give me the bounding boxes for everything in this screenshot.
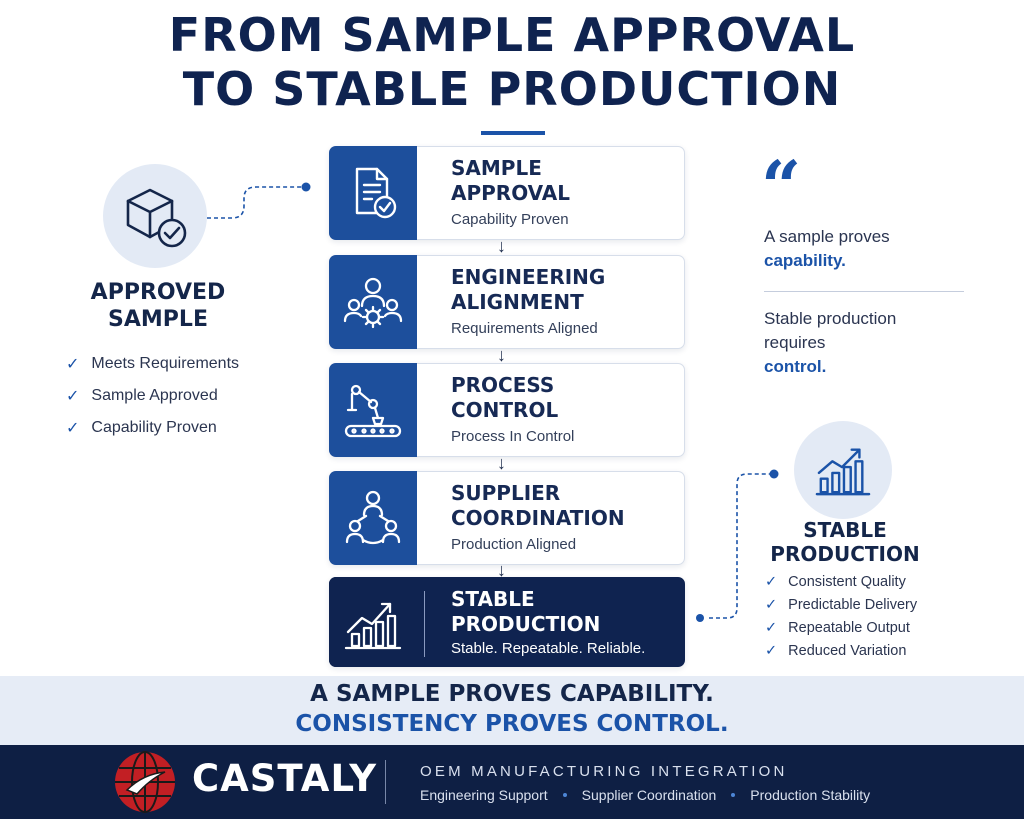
service-item: Production Stability [750, 787, 871, 803]
growth-chart-icon [794, 421, 892, 519]
title-underline [481, 131, 545, 135]
network-people-icon [329, 471, 417, 565]
list-item: ✓Predictable Delivery [765, 596, 918, 613]
brand-name: CASTALY [192, 757, 378, 800]
quote-line-2: Stable production requires control. [764, 309, 897, 376]
globe-logo-icon [115, 751, 175, 813]
banner-line-1: A SAMPLE PROVES CAPABILITY. [310, 681, 714, 707]
list-item: ✓Meets Requirements [66, 355, 240, 373]
summary-banner [0, 676, 1024, 745]
check-icon: ✓ [66, 356, 80, 373]
check-icon: ✓ [765, 573, 778, 590]
banner-line-2: CONSISTENCY PROVES CONTROL. [295, 711, 729, 737]
page-title: FROM SAMPLE APPROVAL TO STABLE PRODUCTIO… [0, 8, 1024, 116]
list-item: ✓Capability Proven [66, 419, 217, 437]
step-arrow: ↓ [497, 560, 506, 580]
check-icon: ✓ [66, 388, 80, 405]
step-arrow: ↓ [497, 345, 506, 365]
robot-arm-icon [329, 363, 417, 457]
step-divider [424, 591, 425, 657]
bullet-dot [562, 793, 567, 797]
quote-divider [764, 291, 964, 292]
title-line-1: FROM SAMPLE APPROVAL [168, 8, 856, 62]
title-line-2: TO STABLE PRODUCTION [182, 62, 842, 116]
team-gear-icon [329, 255, 417, 349]
list-item: ✓Repeatable Output [765, 619, 910, 636]
quote-mark-icon: “ [761, 145, 802, 228]
footer-divider [385, 760, 386, 804]
step-arrow: ↓ [497, 236, 506, 256]
quote-line-1: A sample proves capability. [764, 227, 890, 270]
box-check-icon [103, 164, 207, 268]
document-check-icon [329, 146, 417, 240]
step-subtitle: Stable. Repeatable. Reliable. [451, 640, 646, 657]
step-subtitle: Capability Proven [451, 211, 569, 228]
list-item: ✓Consistent Quality [765, 573, 906, 590]
service-item: Engineering Support [420, 787, 548, 803]
check-icon: ✓ [765, 642, 778, 659]
list-item: ✓Sample Approved [66, 387, 218, 405]
step-subtitle: Requirements Aligned [451, 320, 598, 337]
footer-services: Engineering Support Supplier Coordinatio… [420, 787, 870, 803]
stable-production-list: ✓Consistent Quality ✓Predictable Deliver… [765, 570, 917, 662]
step-subtitle: Production Aligned [451, 536, 577, 553]
check-icon: ✓ [765, 619, 778, 636]
step-subtitle: Process In Control [451, 428, 575, 445]
bullet-dot [731, 793, 736, 797]
service-item: Supplier Coordination [581, 787, 717, 803]
footer-tagline: OEM MANUFACTURING INTEGRATION [420, 763, 788, 780]
check-icon: ✓ [765, 596, 778, 613]
check-icon: ✓ [66, 420, 80, 437]
list-item: ✓Reduced Variation [765, 642, 907, 659]
approved-sample-list: ✓Meets Requirements ✓Sample Approved ✓Ca… [66, 348, 239, 444]
growth-chart-icon [329, 577, 417, 667]
step-arrow: ↓ [497, 453, 506, 473]
